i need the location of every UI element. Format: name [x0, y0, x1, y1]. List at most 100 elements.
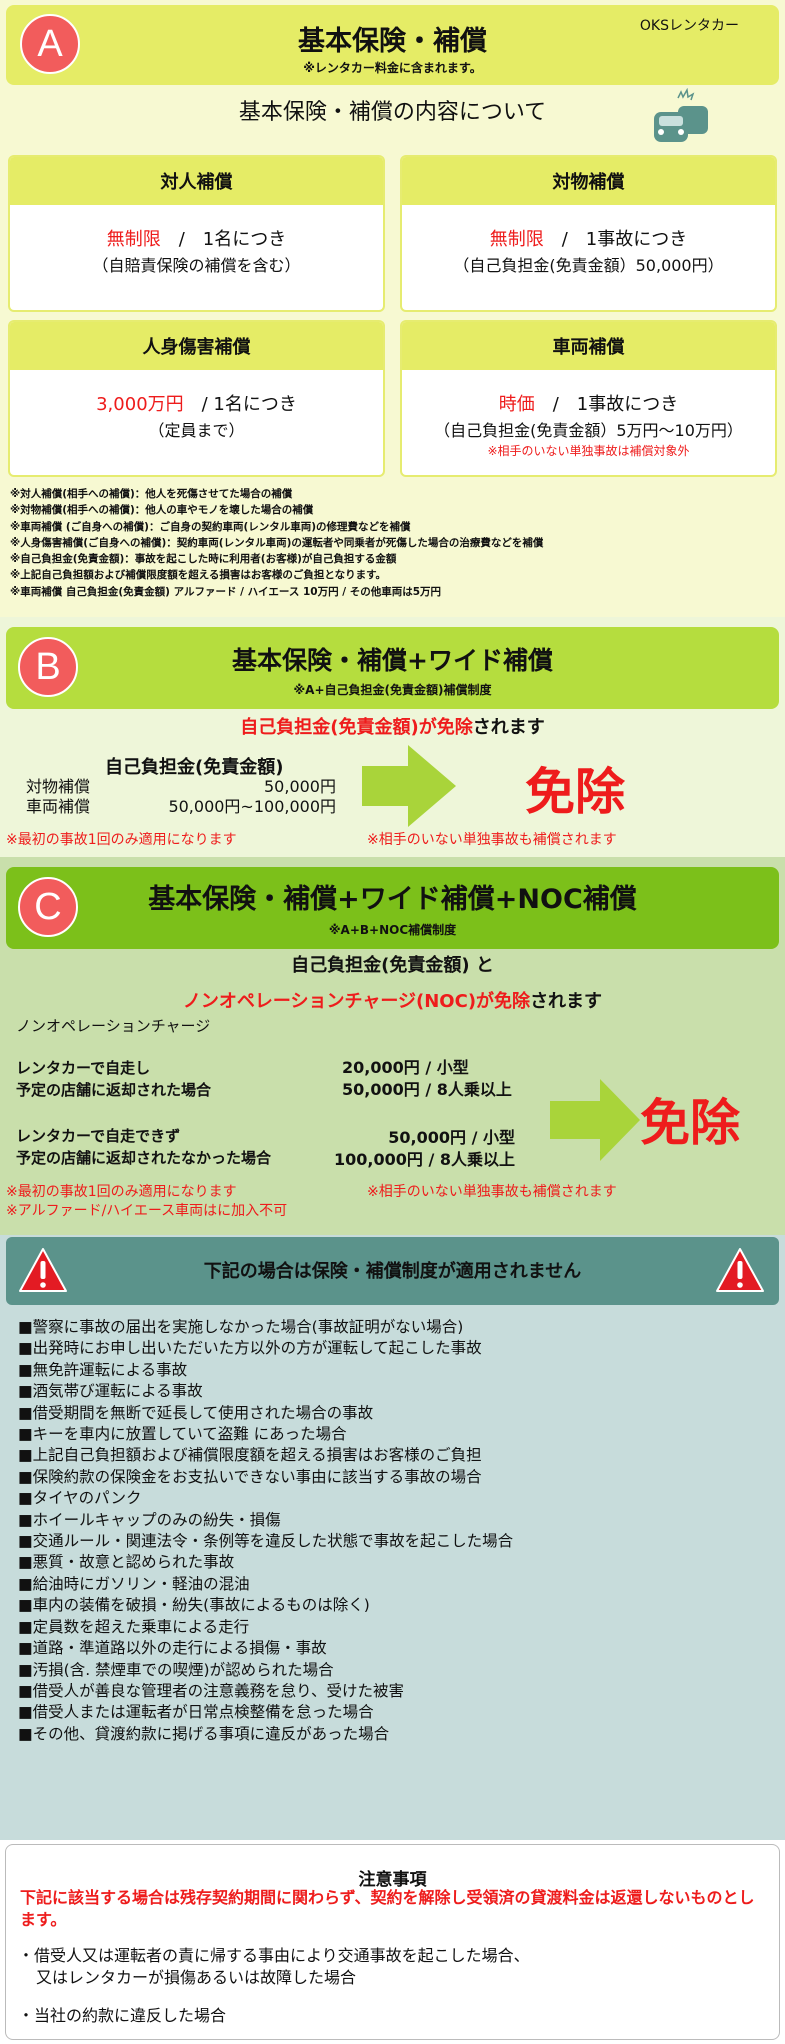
section-a-heading: 基本保険・補償の内容について [238, 100, 547, 125]
exclusion-item: ■警察に事故の届出を実施しなかった場合(事故証明がない場合) [18, 1318, 464, 1336]
notice-text: 又はレンタカーが損傷あるいは故障した場合 [36, 1968, 357, 1987]
note: ※上記自己負担額および補償限度額を超える損害はお客様のご負担となります。 [10, 569, 387, 582]
headline-red: 自己負担金(免責金額)が免除 [240, 717, 473, 738]
notice-item-2: ・当社の約款に違反した場合 [18, 2006, 227, 2025]
section-a: A 基本保険・補償 ※レンタカー料金に含まれます。 OKSレンタカー 基本保険・… [0, 0, 785, 617]
exempt-label: 免除 [640, 1094, 740, 1152]
card-unit: / 1事故につき [561, 229, 688, 250]
noc-case-1: レンタカーで自走し予定の店舗に返却された場合 [16, 1057, 211, 1101]
noc-label: ノンオペレーションチャージ [16, 1017, 211, 1035]
card-amount: 無制限 [489, 229, 544, 250]
case-label: 予定の店舗に返却されたなかった場合 [16, 1149, 272, 1167]
car-accident-icon [654, 88, 708, 142]
card-detail: （定員まで） [148, 421, 245, 440]
note: ※車両補償 (ご自身への補償)：ご自身の契約車両(レンタル車両)の修理費などを補… [10, 520, 411, 533]
case-label: 予定の店舗に返却された場合 [16, 1081, 212, 1099]
note-right: ※相手のいない単独事故も補償されます [367, 832, 617, 848]
section-exclusions: 下記の場合は保険・補償制度が適用されません [0, 1235, 785, 1840]
exclusion-item: ■その他、貸渡約款に掲げる事項に違反があった場合 [18, 1724, 390, 1743]
exempt-label: 免除 [525, 763, 625, 821]
case-value: 50,000円 / 小型 [388, 1128, 515, 1147]
exclusion-item: ■交通ルール・関連法令・条例等を違反した状態で事故を起こした場合 [18, 1532, 514, 1551]
exclusion-item: ■定員数を超えた乗車による走行 [18, 1617, 250, 1636]
case-value: 50,000円 / 8人乗以上 [342, 1080, 512, 1099]
headline-red: ノンオペレーションチャージ(NOC)が免除 [182, 991, 531, 1012]
exclusion-item: ■悪質・故意と認められた事故 [18, 1553, 235, 1572]
badge-b: B [18, 637, 78, 697]
section-b: B 基本保険・補償+ワイド補償 ※A+自己負担金(免責金額)補償制度 自己負担金… [0, 617, 785, 857]
exclusion-item: ■タイヤのパンク [18, 1489, 142, 1508]
warning-icon [716, 1248, 764, 1292]
card-title: 人身傷害補償 [10, 322, 383, 370]
exclusion-item: ■保険約款の保険金をお支払いできない事由に該当する事故の場合 [18, 1467, 482, 1486]
exclusion-item: ■車内の装備を破損・紛失(事故によるものは除く) [18, 1596, 370, 1615]
note-left: ※最初の事故1回のみ適用になります [6, 1184, 237, 1200]
note-right: ※相手のいない単独事故も補償されます [367, 1184, 617, 1200]
card-personal-injury: 人身傷害補償 3,000万円 / 1名につき （定員まで） [8, 320, 385, 477]
noc-case-1-values: 20,000円 / 小型 50,000円 / 8人乗以上 [342, 1057, 512, 1101]
section-a-header: A 基本保険・補償 ※レンタカー料金に含まれます。 OKSレンタカー [6, 5, 779, 85]
notice-item-1: ・借受人又は運転者の責に帰する事由により交通事故を起こした場合、又はレンタカーが… [18, 1945, 530, 1989]
card-amount: 無制限 [106, 229, 161, 250]
deductible-title: 自己負担金(免責金額) [105, 757, 284, 778]
row-value: 50,000円 [264, 777, 336, 796]
exclusion-item: ■出発時にお申し出いただいた方以外の方が運転して起こした事故 [18, 1339, 482, 1358]
card-note: ※相手のいない単独事故は補償対象外 [487, 444, 690, 458]
section-b-subtitle: ※A+自己負担金(免責金額)補償制度 [293, 683, 492, 697]
card-unit: / 1名につき [178, 229, 287, 250]
warning-icon [19, 1248, 67, 1292]
card-property-damage: 対物補償 無制限 / 1事故につき （自己負担金(免責金額）50,000円） [400, 155, 777, 312]
card-unit: / 1名につき [201, 394, 297, 415]
noc-case-2: レンタカーで自走できず予定の店舗に返却されたなかった場合 [16, 1125, 271, 1169]
case-label: レンタカーで自走できず [16, 1127, 181, 1145]
section-b-header: B 基本保険・補償+ワイド補償 ※A+自己負担金(免責金額)補償制度 [6, 627, 779, 709]
notice-warning: 下記に該当する場合は残存契約期間に関わらず、契約を解除し受領済の貸渡料金は返還し… [20, 1888, 755, 1929]
notice-text: ・借受人又は運転者の責に帰する事由により交通事故を起こした場合、 [18, 1946, 530, 1965]
section-c-subtitle: ※A+B+NOC補償制度 [328, 923, 457, 937]
noc-case-2-values: 50,000円 / 小型 100,000円 / 8人乗以上 [334, 1127, 515, 1171]
card-vehicle: 車両補償 時価 / 1事故につき（自己負担金(免責金額）5万円～10万円）※相手… [400, 320, 777, 477]
exclusion-item: ■借受人または運転者が日常点検整備を怠った場合 [18, 1703, 374, 1722]
section-c-title: 基本保険・補償+ワイド補償+NOC補償 [148, 884, 637, 915]
section-a-subtitle: ※レンタカー料金に含まれます。 [303, 61, 482, 75]
card-detail: （自己負担金(免責金額）50,000円） [453, 256, 724, 275]
exclusions-header: 下記の場合は保険・補償制度が適用されません [6, 1237, 779, 1305]
card-detail: （自己負担金(免責金額）5万円～10万円） [434, 421, 743, 440]
note-left: ※最初の事故1回のみ適用になります [6, 832, 237, 848]
note: ※対人補償(相手への補償)：他人を死傷させてた場合の補償 [10, 488, 293, 500]
exclusion-item: ■道路・準道路以外の走行による損傷・事故 [18, 1639, 327, 1658]
notice-title: 注意事項 [358, 1870, 427, 1890]
section-c-header: C 基本保険・補償+ワイド補償+NOC補償 ※A+B+NOC補償制度 [6, 867, 779, 949]
section-c: C 基本保険・補償+ワイド補償+NOC補償 ※A+B+NOC補償制度 自己負担金… [0, 857, 785, 1235]
section-a-title: 基本保険・補償 [298, 26, 487, 57]
badge-a: A [20, 14, 80, 74]
case-value: 20,000円 / 小型 [342, 1058, 469, 1077]
section-a-notes: ※対人補償(相手への補償)：他人を死傷させてた場合の補償 ※対物補償(相手への補… [10, 486, 543, 600]
exclusion-item: ■借受期間を無断で延長して使用された場合の事故 [18, 1403, 374, 1422]
card-title: 車両補償 [402, 322, 775, 370]
headline-rest: されます [530, 991, 603, 1012]
badge-c: C [18, 877, 78, 937]
card-bodily-injury: 対人補償 無制限 / 1名につき （自賠責保険の補償を含む） [8, 155, 385, 312]
exclusions-title: 下記の場合は保険・補償制度が適用されません [203, 1261, 582, 1282]
section-b-headline: 自己負担金(免責金額)が免除されます [0, 713, 785, 739]
note: ※対物補償(相手への補償)：他人の車やモノを壊した場合の補償 [10, 504, 314, 517]
card-detail: （自賠責保険の補償を含む） [92, 256, 301, 275]
case-label: レンタカーで自走し [16, 1059, 151, 1077]
note: ※人身傷害補償(ご自身への補償)：契約車両(レンタル車両)の運転者や同乗者が死傷… [10, 536, 544, 549]
headline-rest: されます [472, 717, 545, 738]
card-title: 対物補償 [402, 157, 775, 205]
case-value: 100,000円 / 8人乗以上 [334, 1150, 515, 1169]
card-title: 対人補償 [10, 157, 383, 205]
exclusion-item: ■汚損(含. 禁煙車での喫煙)が認められた場合 [18, 1660, 334, 1679]
exclusion-item: ■キーを車内に放置していて盗難 にあった場合 [18, 1425, 347, 1444]
row-label: 車両補償 [26, 797, 91, 816]
notice-box: 注意事項 下記に該当する場合は残存契約期間に関わらず、契約を解除し受領済の貸渡料… [5, 1844, 780, 2040]
exclusion-item: ■ホイールキャップのみの紛失・損傷 [18, 1510, 281, 1529]
card-amount: 3,000万円 [96, 394, 184, 415]
card-unit: / 1事故につき [552, 394, 679, 415]
exclusion-item: ■上記自己負担額および補償限度額を超える損害はお客様のご負担 [18, 1446, 482, 1465]
arrow-right-icon [362, 745, 456, 827]
section-c-line1: 自己負担金(免責金額) と [291, 955, 494, 976]
